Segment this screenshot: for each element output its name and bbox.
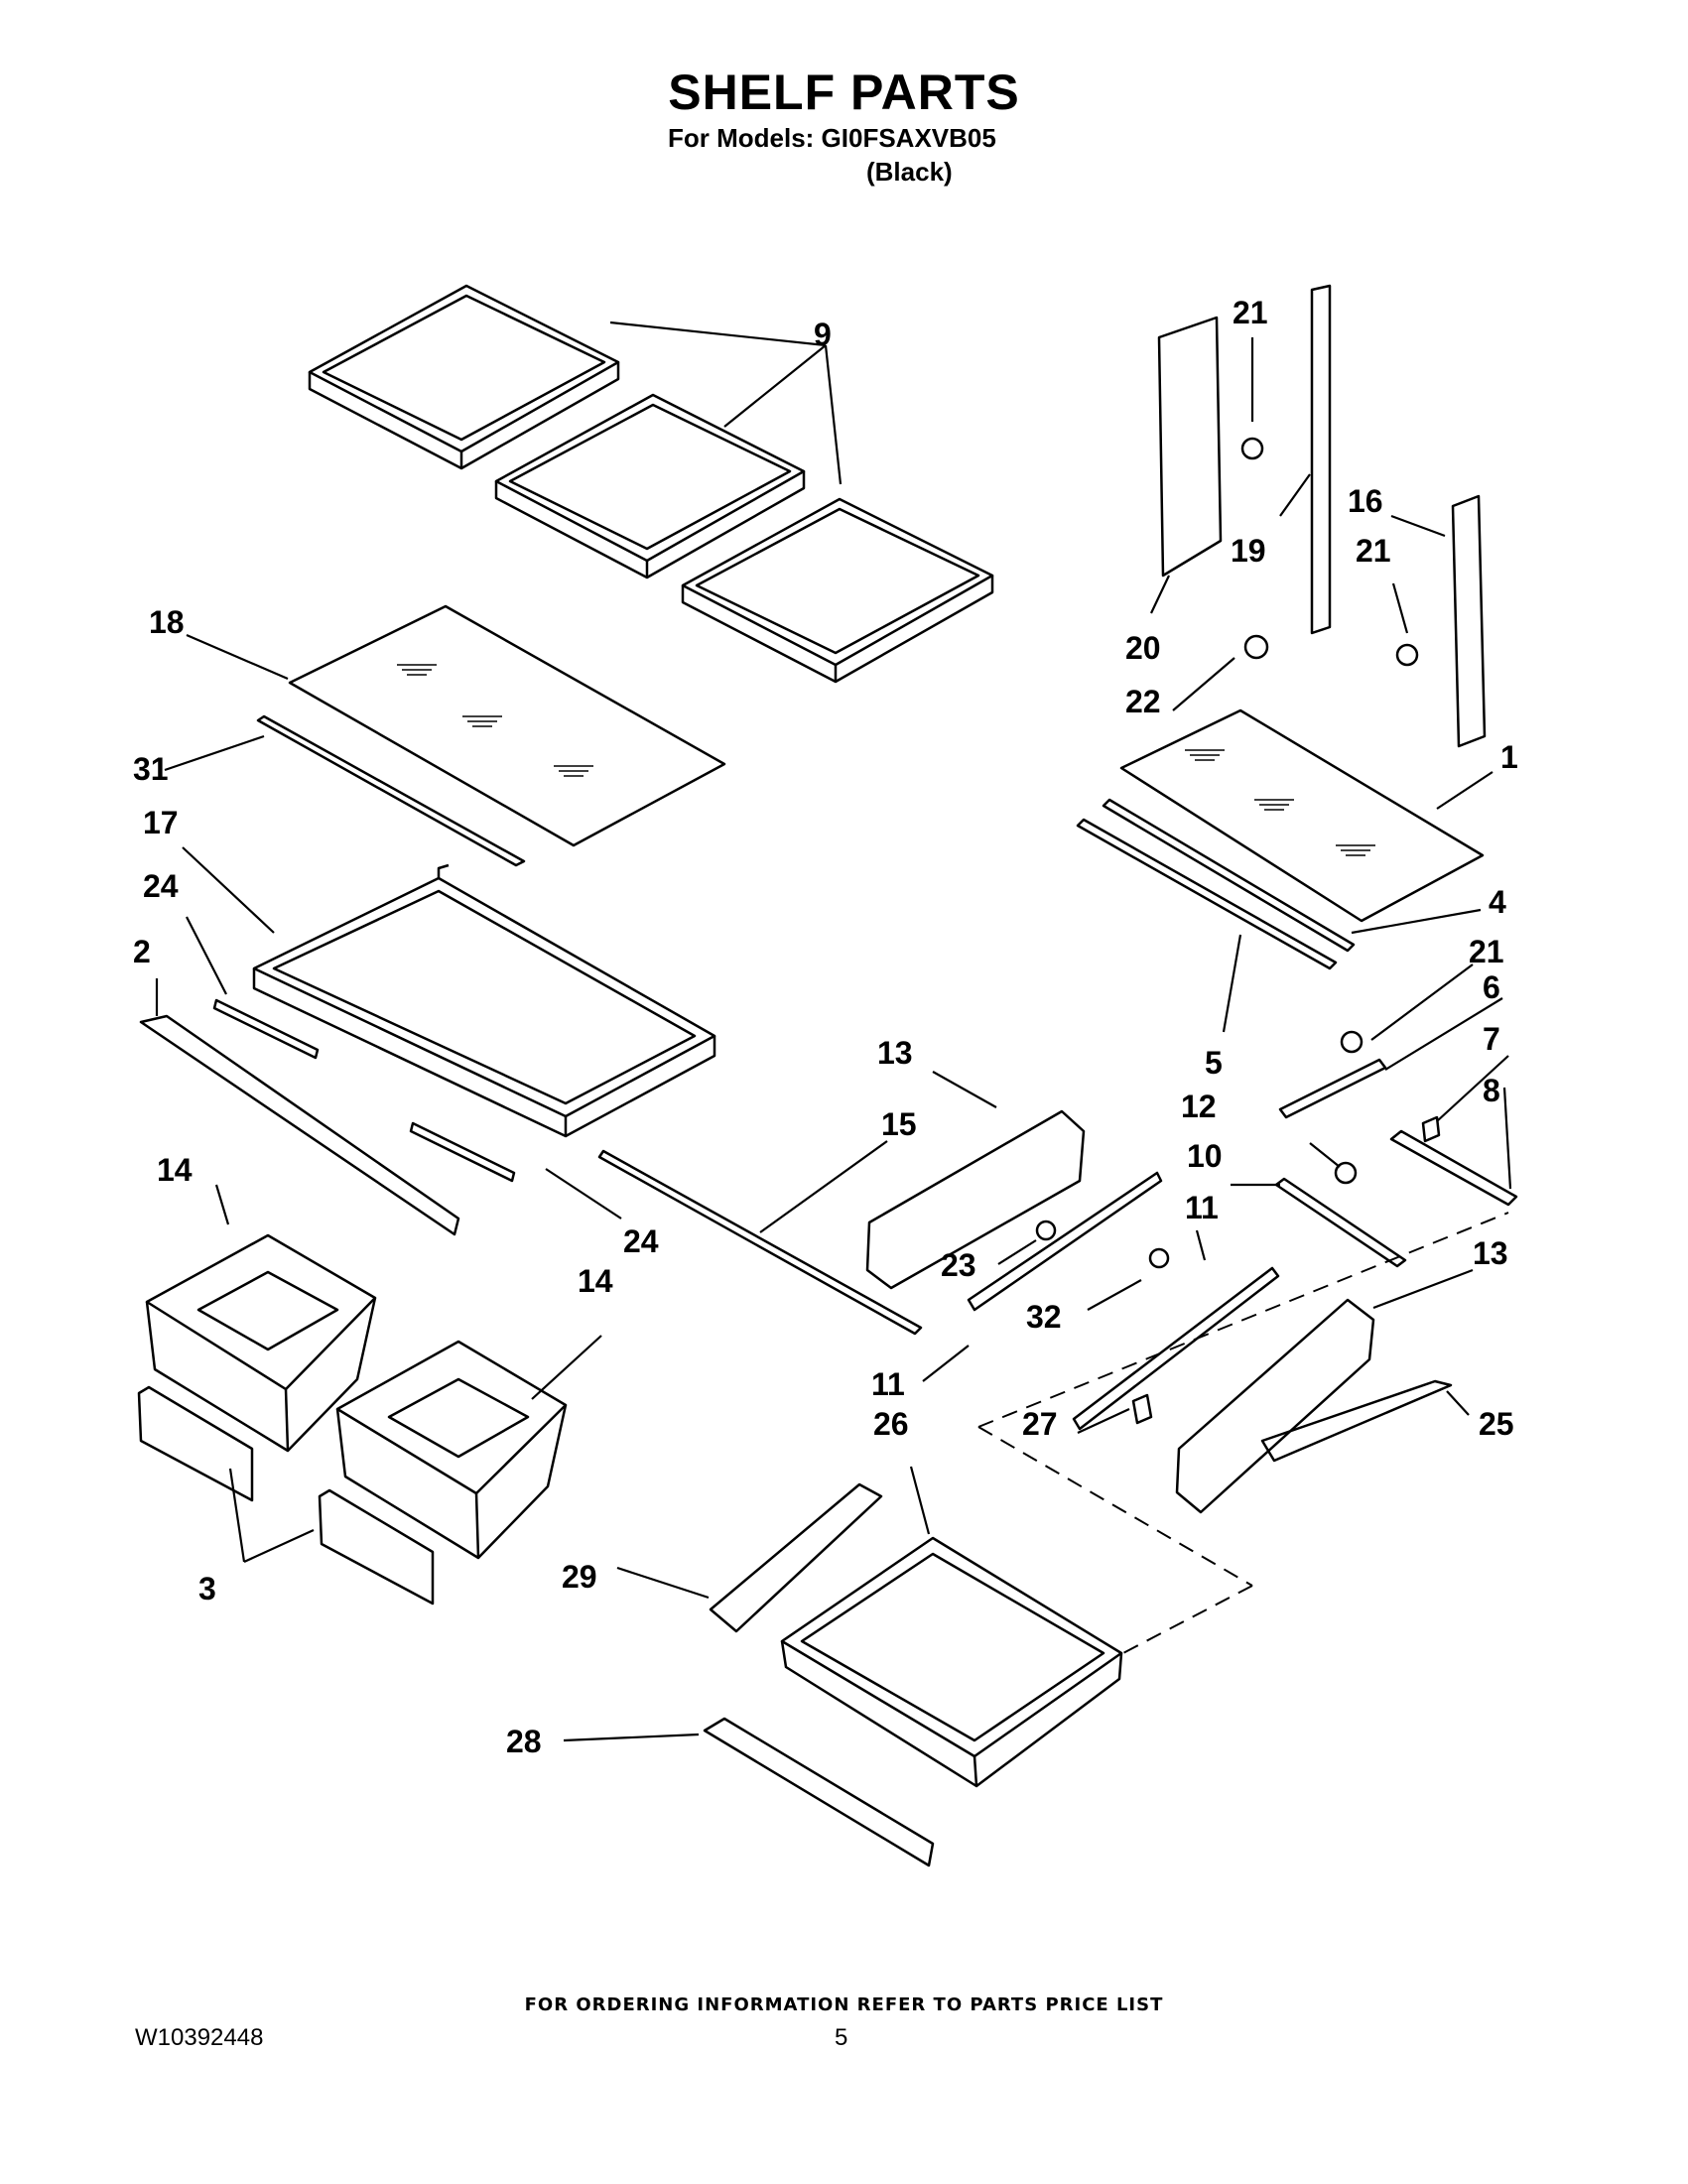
trim-strip-part-5 [1076,818,1338,970]
callout-25: 25 [1479,1406,1514,1442]
models-line: For Models: GI0FSAXVB05 [668,123,996,153]
callout-5: 5 [1205,1045,1223,1081]
callout-4: 4 [1489,884,1506,920]
callout-19: 19 [1231,533,1266,569]
channel-part-19 [1310,284,1332,635]
callout-13: 13 [1473,1235,1508,1271]
callout-2: 2 [133,934,151,969]
callout-28: 28 [506,1724,542,1759]
color-line: (Black) [866,157,953,187]
callout-8: 8 [1483,1073,1500,1108]
callout-9: 9 [814,317,832,352]
screw-part-22 [1243,634,1269,660]
trim-strip-part-4 [1102,798,1356,953]
glass-glare-marks-18 [397,664,593,777]
callout-11: 11 [871,1366,905,1402]
bracket-part-6 [1278,1058,1387,1119]
trim-strip-part-31 [256,714,526,867]
clip-part-27 [1131,1393,1153,1425]
shelf-frame-part-9-a [308,284,620,470]
callout-7: 7 [1483,1021,1500,1057]
callout-10: 10 [1187,1138,1223,1174]
callout-21: 21 [1233,295,1268,330]
glass-shelf-part-1 [1119,708,1485,923]
drawer-front-part-28 [703,1717,935,1867]
screw-part-23 [1035,1220,1057,1241]
callout-27: 27 [1022,1406,1058,1442]
crisper-drawer-part-14-b [335,1340,568,1560]
callout-31: 31 [133,751,169,787]
shelf-frame-part-9-b [494,393,806,579]
drawer-part-26 [780,1536,1123,1788]
callout-15: 15 [881,1106,917,1142]
callout-16: 16 [1348,483,1383,519]
bracket-part-8 [1389,1129,1518,1207]
callout-14: 14 [157,1152,193,1188]
callout-22: 22 [1125,684,1161,719]
callout-21: 21 [1469,934,1504,969]
glass-shelf-part-18 [288,604,726,847]
callout-12: 12 [1181,1089,1217,1124]
assembly-guide-lines [977,1212,1509,1656]
shelf-frame-part-9-c [681,497,994,684]
bracket-part-24-a [212,998,320,1060]
side-bracket-part-13-b [1175,1298,1375,1514]
callout-1: 1 [1500,739,1518,775]
rail-part-15 [597,1149,923,1336]
callout-24: 24 [623,1223,659,1259]
screw-part-21-c [1340,1030,1363,1054]
screw-part-21-b [1395,643,1419,667]
crisper-drawer-part-14-a [145,1233,377,1453]
drawer-front-part-3-b [318,1488,435,1606]
ordering-note: FOR ORDERING INFORMATION REFER TO PARTS … [524,1994,1164,2015]
page-number: 5 [835,2024,848,2051]
document-number: W10392448 [135,2024,264,2051]
callout-23: 23 [941,1247,976,1283]
callout-24: 24 [143,868,179,904]
callout-17: 17 [143,805,179,840]
callout-6: 6 [1483,969,1500,1005]
screw-part-21-a [1240,437,1264,460]
slide-rail-part-11-a [967,1171,1163,1312]
leader-lines [155,321,1512,1742]
callout-21: 21 [1356,533,1391,569]
callout-13: 13 [877,1035,913,1071]
handle-part-25 [1260,1379,1453,1463]
slide-rail-part-11-b [1072,1266,1280,1431]
channel-part-20 [1157,316,1223,578]
callout-3: 3 [198,1571,216,1606]
callout-11: 11 [1185,1190,1219,1225]
callout-20: 20 [1125,630,1161,666]
callout-labels: 9 21 19 16 21 20 22 18 31 1 17 4 24 2 21… [133,295,1518,1759]
callout-29: 29 [562,1559,597,1595]
cover-strip-part-2 [139,1014,460,1236]
glass-glare-marks-1 [1185,749,1375,856]
screw-part-32 [1148,1247,1170,1269]
callout-26: 26 [873,1406,909,1442]
side-bracket-part-13-a [865,1109,1086,1290]
cover-part-29 [709,1482,883,1633]
callout-18: 18 [149,604,185,640]
channel-part-16 [1451,494,1487,748]
shelf-frame-part-17 [252,863,716,1138]
bracket-part-24-b [409,1121,516,1183]
drawer-front-part-3-a [137,1385,254,1502]
callout-32: 32 [1026,1299,1062,1335]
slide-part-10 [1274,1177,1407,1268]
page-title: SHELF PARTS [668,64,1020,120]
screw-part-12 [1334,1161,1358,1185]
callout-14: 14 [578,1263,613,1299]
clip-part-7 [1421,1115,1441,1143]
